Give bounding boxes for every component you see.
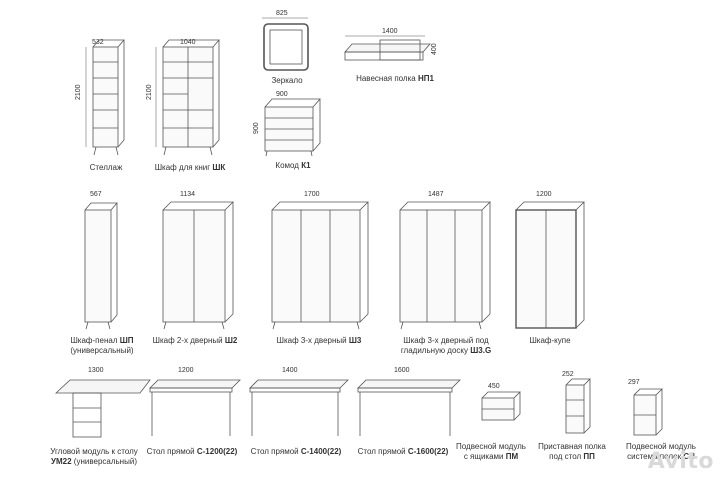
corner-module-width: 1300	[88, 367, 104, 374]
ironing-board-wardrobe-drawing	[399, 201, 491, 330]
caption-pencil-case: Шкаф-пенал ШП(универсальный)	[70, 336, 134, 355]
caption-shelving: Стеллаж	[89, 163, 123, 172]
three-door-wardrobe-drawing	[271, 201, 369, 330]
bookcase-height: 2100	[146, 84, 153, 100]
desk-1600-drawing	[357, 379, 461, 436]
caption-bookcase: Шкаф для книг ШК	[154, 163, 226, 172]
caption-two-door: Шкаф 2-х дверный Ш2	[152, 336, 238, 345]
side-shelf-drawing	[565, 378, 591, 434]
pencil-case-width: 567	[90, 191, 102, 198]
desk-1400-drawing	[249, 379, 349, 436]
dresser-width: 900	[276, 91, 288, 98]
hanging-shelf-system-drawing	[633, 388, 663, 436]
corner-module-drawing	[54, 379, 151, 438]
desk-1400-width: 1400	[282, 367, 298, 374]
caption-dresser: Комод К1	[275, 161, 311, 170]
hanging-module-width: 450	[488, 383, 500, 390]
wall-shelf-width: 1400	[382, 28, 398, 35]
mirror-width: 825	[276, 10, 288, 17]
caption-three-door: Шкаф 3-х дверный Ш3	[276, 336, 362, 345]
shelving-drawing	[85, 39, 125, 156]
caption-sliding-wardrobe: Шкаф-купе	[529, 336, 571, 345]
bookcase-drawing	[155, 39, 220, 156]
desk-1200-drawing	[149, 379, 241, 436]
shelving-width: 532	[92, 39, 104, 46]
dresser-drawing	[264, 98, 321, 157]
two-door-width: 1134	[180, 191, 195, 198]
wall-shelf-height: 400	[431, 43, 438, 55]
caption-wall-shelf: Навесная полка НП1	[356, 74, 434, 83]
caption-desk-1600: Стол прямой С-1600(22)	[357, 447, 449, 456]
shelf-system-width: 297	[628, 379, 640, 386]
sliding-wardrobe-width: 1200	[536, 191, 552, 198]
hanging-drawer-module-drawing	[481, 391, 521, 421]
ironing-wardrobe-width: 1487	[428, 191, 444, 198]
three-door-width: 1700	[304, 191, 320, 198]
mirror-drawing	[262, 17, 309, 71]
wall-shelf-drawing	[344, 35, 431, 61]
avito-watermark: Avito	[647, 449, 714, 474]
shelving-height: 2100	[75, 84, 82, 100]
dresser-height: 900	[253, 122, 260, 134]
caption-desk-1200: Стол прямой С-1200(22)	[146, 447, 238, 456]
side-shelf-width: 252	[562, 371, 574, 378]
pencil-case-cabinet-drawing	[84, 202, 118, 330]
caption-mirror: Зеркало	[271, 76, 303, 85]
caption-desk-1400: Стол прямой С-1400(22)	[250, 447, 342, 456]
two-door-wardrobe-drawing	[162, 201, 234, 330]
desk-1600-width: 1600	[394, 367, 410, 374]
desk-1200-width: 1200	[178, 367, 194, 374]
sliding-wardrobe-drawing	[515, 201, 585, 329]
bookcase-width: 1040	[180, 39, 196, 46]
